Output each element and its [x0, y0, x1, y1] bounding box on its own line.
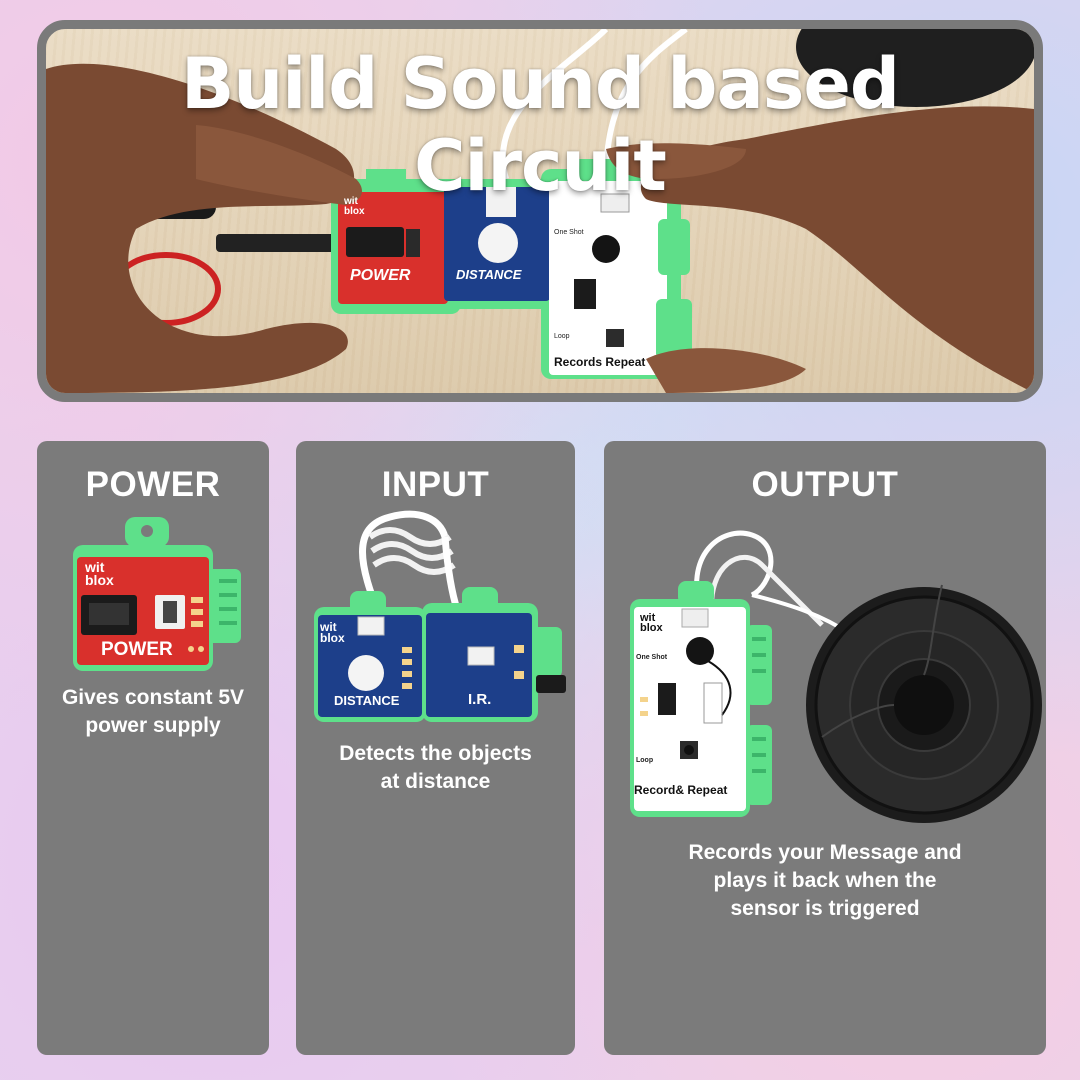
output-loop-label: Loop — [636, 757, 654, 764]
input-description-line-2: at distance — [380, 770, 491, 793]
power-module-brand: wit blox — [85, 559, 114, 588]
brand-top: wit — [344, 196, 358, 207]
input-module-brand: wit blox — [320, 620, 345, 645]
input-description-line-1: Detects the objects — [339, 742, 532, 765]
input-module-image — [314, 510, 566, 722]
output-one-shot-label: One Shot — [636, 654, 668, 661]
hero-record-label: Records Repeat — [554, 355, 646, 369]
output-brand-bottom: blox — [640, 622, 663, 634]
input-brand-bottom: blox — [320, 631, 345, 645]
input-card: INPUT wit blox DISTANCE I.R. — [296, 441, 575, 1055]
brand-bottom: blox — [344, 206, 365, 217]
hero-one-shot-label: One Shot — [554, 229, 584, 236]
hero-loop-label: Loop — [554, 333, 570, 340]
hero-photo-banner: POWER DISTANCE One Shot Loop Records Rep… — [37, 20, 1043, 402]
ir-module-label: I.R. — [468, 691, 492, 708]
output-module-brand: wit blox — [640, 612, 663, 634]
power-module-label: POWER — [101, 639, 173, 660]
output-description-line-3: sensor is triggered — [730, 897, 920, 920]
hero-distance-label: DISTANCE — [456, 267, 522, 282]
output-module-image — [630, 530, 1042, 823]
output-module-label: Record& Repeat — [634, 783, 728, 797]
power-module-image — [73, 517, 241, 671]
output-description-line-1: Records your Message and — [688, 841, 962, 864]
output-card-title: OUTPUT — [751, 465, 899, 504]
power-brand-top: wit — [85, 559, 105, 575]
power-description: Gives constant 5V power supply — [43, 684, 263, 740]
power-brand-bottom: blox — [85, 572, 114, 588]
power-description-line-2: power supply — [85, 714, 221, 737]
output-description: Records your Message and plays it back w… — [610, 839, 1040, 923]
output-description-line-2: plays it back when the — [713, 869, 937, 892]
output-brand-top: wit — [640, 612, 656, 624]
distance-module-label: DISTANCE — [334, 693, 400, 708]
power-card-title: POWER — [85, 465, 221, 504]
power-card: POWER wit blox POWER Gives constant 5V p… — [37, 441, 269, 1055]
power-description-line-1: Gives constant 5V — [61, 686, 245, 709]
page-title: Build Sound based Circuit — [181, 43, 900, 207]
hero-photo — [46, 29, 1034, 393]
hero-power-label: POWER — [350, 267, 411, 284]
output-card: OUTPUT wit b — [604, 441, 1046, 1055]
hero-brand-1: wit blox — [344, 197, 365, 217]
input-brand-top: wit — [320, 620, 337, 634]
input-card-title: INPUT — [381, 465, 490, 504]
input-description: Detects the objects at distance — [302, 740, 569, 796]
